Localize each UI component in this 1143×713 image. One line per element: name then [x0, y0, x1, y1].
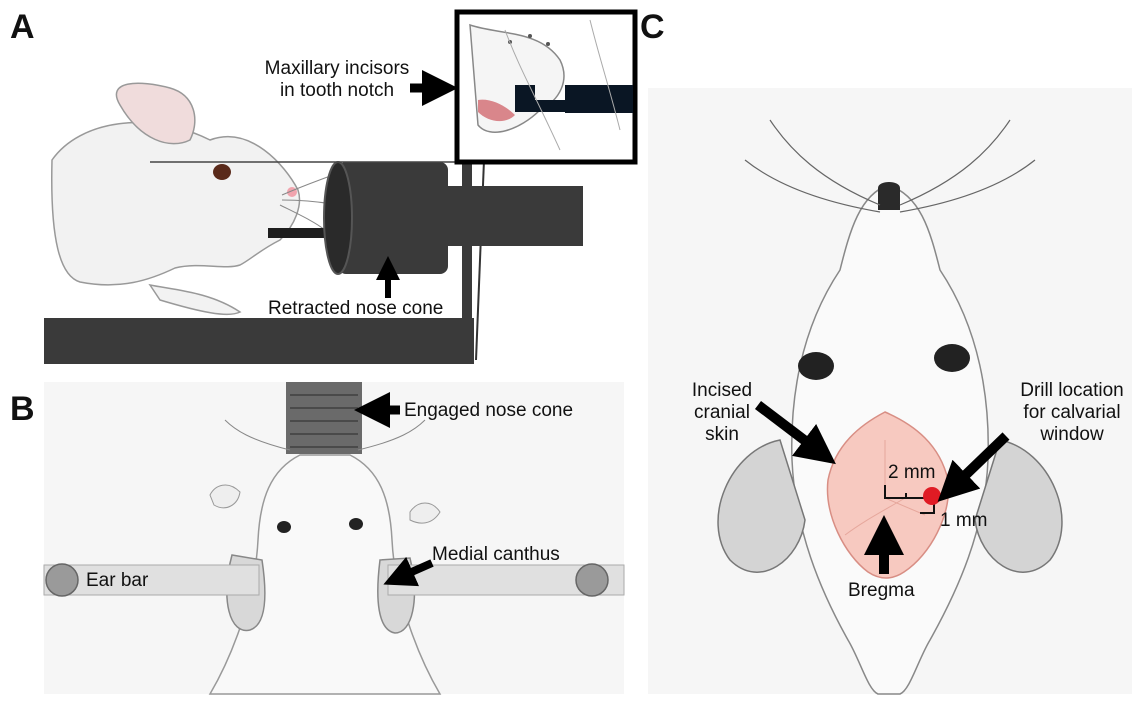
- tooth-bar: [268, 228, 338, 238]
- engaged-nose-cone: [286, 382, 362, 454]
- retracted-nose-cone: [338, 162, 448, 274]
- inset-label-line2: in tooth notch: [279, 80, 395, 101]
- stereotaxic-base-plate: [44, 318, 474, 364]
- mouse-left-eye: [277, 521, 291, 533]
- dim-1mm-label: 1 mm: [940, 510, 988, 531]
- incised-skin-line3: skin: [705, 424, 739, 445]
- panel-label-a: A: [10, 8, 35, 46]
- panel-label-c: C: [640, 8, 665, 46]
- mouse-body: [50, 121, 301, 286]
- dim-2mm-label: 2 mm: [888, 462, 936, 483]
- mouse-eye: [213, 164, 231, 180]
- drill-point-marker: [923, 487, 941, 505]
- panel-label-b: B: [10, 390, 35, 428]
- panel-a-inset: [454, 9, 638, 165]
- incised-skin-arrow: [754, 401, 836, 465]
- left-ear-bar: [43, 564, 260, 596]
- frame-support: [462, 160, 472, 360]
- nose-cone-shaft: [448, 186, 583, 246]
- incised-skin-label: Incised cranial skin: [672, 380, 772, 446]
- mouse-right-eye: [934, 344, 970, 372]
- incised-skin-line1: Incised: [691, 380, 753, 401]
- mouse-left-ear: [717, 439, 806, 573]
- ear-bar-label: Ear bar: [86, 570, 149, 591]
- drill-location-arrow: [937, 432, 1010, 502]
- panel-c-illustration: [648, 88, 1132, 695]
- right-ear-bar-knob: [575, 563, 609, 597]
- retracted-nose-cone-label: Retracted nose cone: [268, 298, 444, 319]
- left-ear-bar-knob: [45, 563, 79, 597]
- mouse-right-ear: [974, 439, 1063, 573]
- incisor-icon: [478, 99, 515, 122]
- medial-canthus-arrow: [383, 556, 434, 587]
- drill-location-line1: Drill location: [1020, 380, 1124, 401]
- bregma-label: Bregma: [848, 580, 915, 601]
- mouse-nose-tip: [878, 182, 900, 210]
- drill-location-line2: for calvarial: [1023, 402, 1121, 423]
- mouse-ear: [115, 82, 196, 145]
- inset-label-line1: Maxillary incisors: [264, 58, 410, 79]
- drill-location-line3: window: [1040, 424, 1104, 445]
- panel-a-illustration: [44, 82, 583, 364]
- panel-b-illustration: [43, 382, 625, 695]
- engaged-nose-cone-label: Engaged nose cone: [404, 400, 574, 421]
- incised-skin-line2: cranial: [694, 402, 750, 423]
- dim-2mm-marker: [884, 485, 930, 499]
- medial-canthus-label: Medial canthus: [432, 544, 560, 565]
- mouse-right-eye: [349, 518, 363, 530]
- drill-location-label: Drill location for calvarial window: [1004, 380, 1140, 446]
- inset-label: Maxillary incisors in tooth notch: [252, 58, 422, 102]
- mouse-body-top: [208, 454, 442, 695]
- mouse-left-eye: [798, 352, 834, 380]
